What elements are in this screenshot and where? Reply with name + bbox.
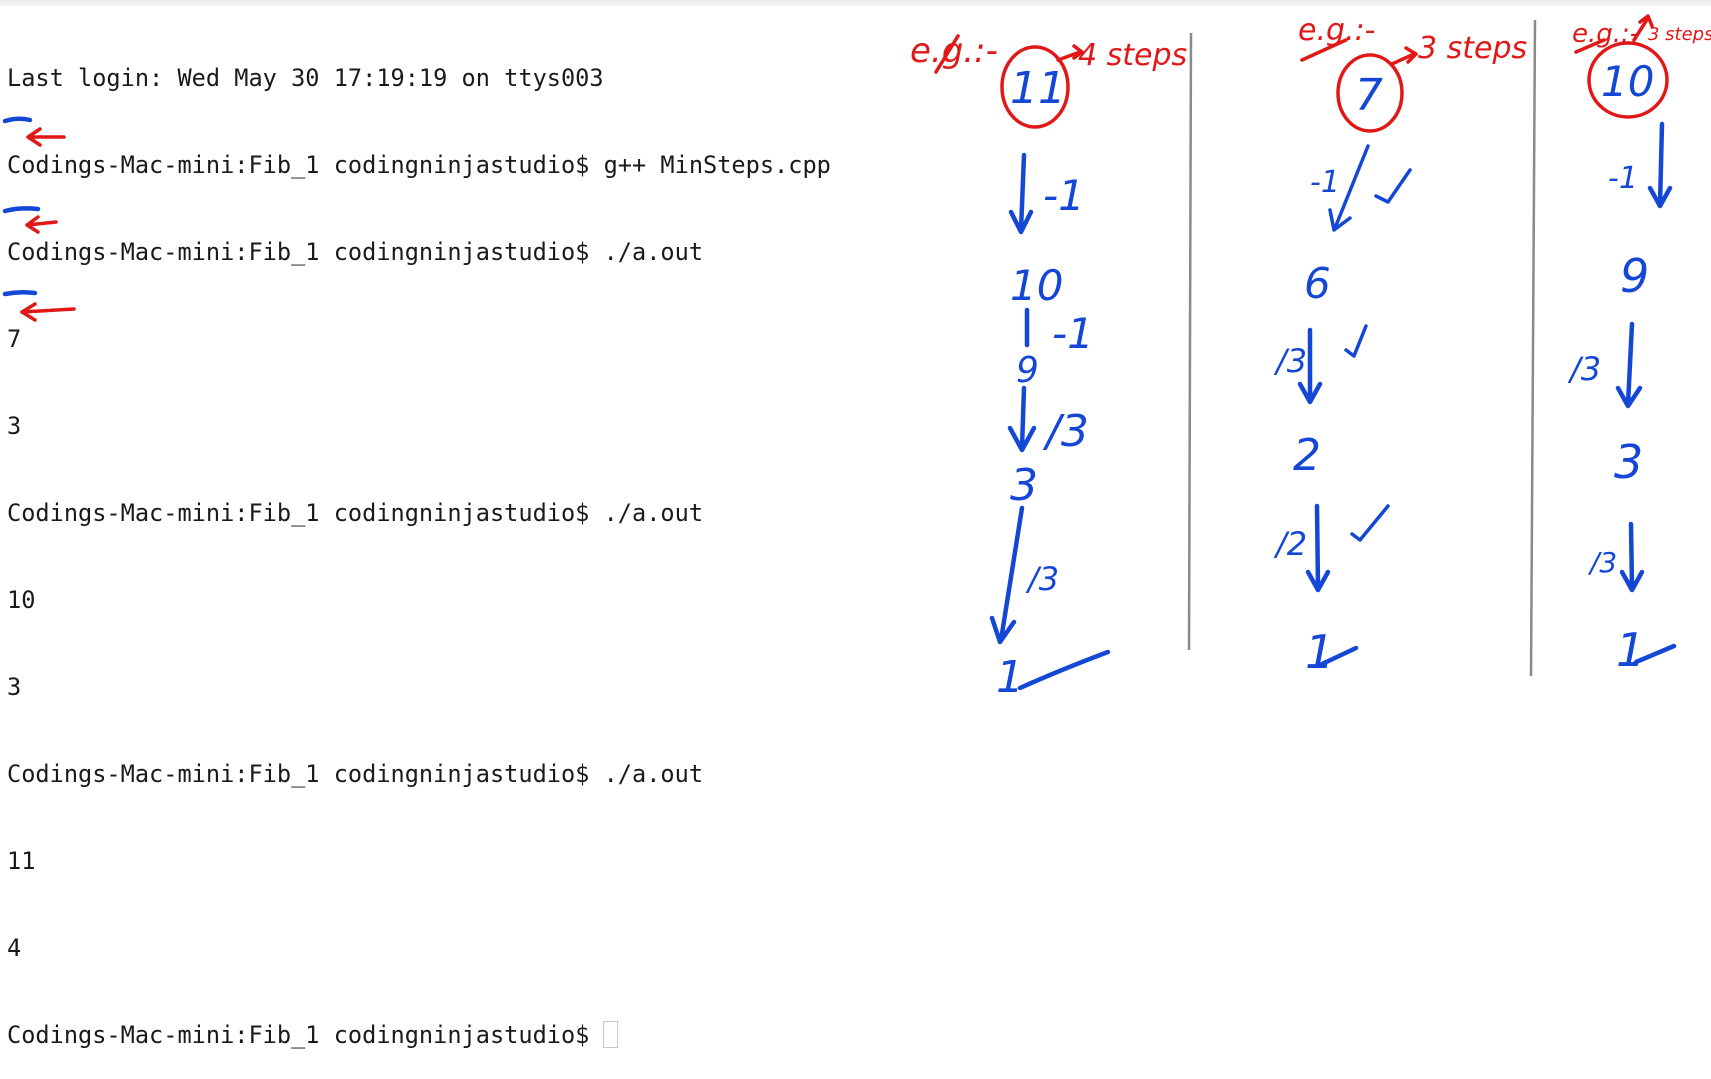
- down-arrow: [1007, 385, 1037, 453]
- value-label: 6: [1304, 259, 1331, 308]
- down-arrow: [1615, 321, 1643, 409]
- value-label: 9: [1620, 249, 1649, 303]
- terminal-line: 11: [7, 847, 36, 875]
- underline-stroke: [1319, 645, 1359, 667]
- op-label: /3: [1567, 350, 1601, 388]
- example-label: e.g.:-: [910, 31, 998, 71]
- terminal-line: 3: [7, 673, 22, 701]
- terminal-line: Last login: Wed May 30 17:19:19 on ttys0…: [7, 64, 604, 92]
- start-value: 7: [1355, 70, 1383, 121]
- down-arrow: [1008, 152, 1034, 235]
- window-top-strip: [0, 0, 1711, 6]
- value-label: 2: [1293, 430, 1321, 481]
- terminal-line: 3: [7, 412, 22, 440]
- terminal-prompt-line[interactable]: Codings-Mac-mini:Fib_1 codingninjastudio…: [7, 1021, 907, 1050]
- terminal-prompt: Codings-Mac-mini:Fib_1 codingninjastudio…: [7, 1021, 590, 1049]
- underline-stroke: [1633, 643, 1677, 665]
- start-value: 11: [1010, 63, 1066, 114]
- down-arrow: [1305, 503, 1331, 593]
- terminal-ink-marks: [2, 116, 76, 322]
- start-circle: [1000, 45, 1070, 129]
- value-label: 1: [1305, 625, 1334, 679]
- terminal-line: 7: [7, 325, 22, 353]
- value-label: 3: [1614, 435, 1643, 489]
- op-label: /3: [1042, 406, 1089, 457]
- step-count: 4 steps: [1078, 38, 1187, 73]
- op-label: /3: [1025, 560, 1059, 598]
- divider-line: [1529, 19, 1537, 677]
- down-arrow: [989, 505, 1025, 645]
- value-label: 1: [1616, 623, 1645, 677]
- terminal-line: Codings-Mac-mini:Fib_1 codingninjastudio…: [7, 760, 704, 788]
- terminal-line: 10: [7, 586, 36, 614]
- op-label: -1: [1310, 165, 1340, 200]
- op-label: -1: [1043, 171, 1085, 220]
- example-column-3: e.g.:- 10 3 steps -1 9 /3 3 /3 1: [1567, 14, 1711, 677]
- step-count: 3 steps: [1418, 31, 1527, 66]
- op-label: /3: [1273, 342, 1307, 380]
- step-count: 3 steps: [1648, 24, 1711, 45]
- divider-line: [1187, 32, 1193, 651]
- check-tick: [1350, 504, 1390, 542]
- down-arrow: [1619, 521, 1645, 593]
- start-value: 10: [1601, 57, 1654, 106]
- check-tick: [1344, 324, 1368, 358]
- terminal-line: Codings-Mac-mini:Fib_1 codingninjastudio…: [7, 238, 704, 266]
- op-label: /3: [1587, 546, 1617, 579]
- op-label: -1: [1608, 161, 1638, 196]
- value-label: 1: [996, 652, 1024, 703]
- handwritten-annotations: e.g.:- 11 4 steps -1 10 -1 9 /3 3 /3 1 e…: [2, 13, 1711, 703]
- op-label: /2: [1273, 525, 1307, 563]
- check-tick: [1017, 649, 1111, 691]
- op-label: -1: [1052, 309, 1094, 358]
- terminal-line: Codings-Mac-mini:Fib_1 codingninjastudio…: [7, 151, 831, 179]
- example-label: e.g.:-: [1298, 13, 1376, 48]
- value-label: 9: [1016, 350, 1039, 391]
- value-label: 3: [1010, 460, 1038, 511]
- terminal-output[interactable]: Last login: Wed May 30 17:19:19 on ttys0…: [7, 6, 907, 1079]
- start-circle: [1336, 53, 1404, 133]
- terminal-cursor: [603, 1021, 619, 1048]
- value-label: 10: [1010, 261, 1063, 310]
- terminal-line: Codings-Mac-mini:Fib_1 codingninjastudio…: [7, 499, 704, 527]
- start-circle: [1587, 41, 1669, 119]
- down-arrow: [1297, 327, 1323, 405]
- example-column-1: e.g.:- 11 4 steps -1 10 -1 9 /3 3 /3 1: [910, 31, 1187, 703]
- example-column-2: e.g.:- 7 3 steps -1 6 /3 2 /2 1: [1273, 13, 1527, 679]
- down-arrow: [1647, 121, 1673, 209]
- down-arrow: [1328, 144, 1370, 232]
- terminal-line: 4: [7, 934, 22, 962]
- check-tick: [1374, 168, 1412, 204]
